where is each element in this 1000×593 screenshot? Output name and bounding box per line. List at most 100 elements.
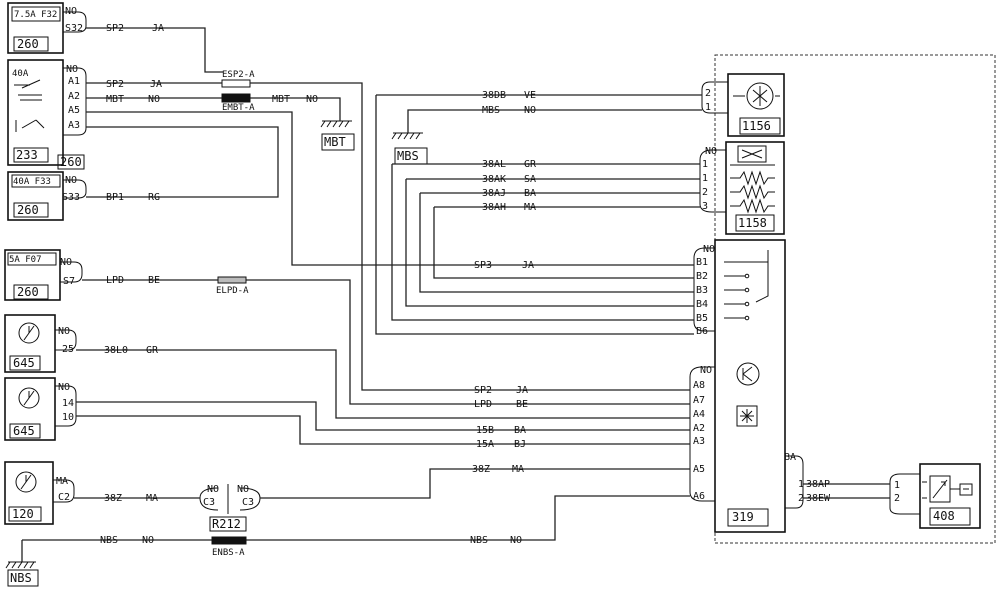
pin-label: A5 bbox=[68, 105, 80, 116]
wire-label: 38DB bbox=[482, 90, 506, 101]
component-id-label: 319 bbox=[732, 510, 754, 524]
wire-label: VE bbox=[524, 90, 536, 101]
component-id-label: 408 bbox=[933, 509, 955, 523]
connector-r212: NO NO C3 C3 R212 bbox=[199, 484, 261, 532]
wire-label: NO bbox=[306, 94, 318, 105]
pin-label: 1 bbox=[894, 480, 900, 491]
fuse-rating-label: 5A F07 bbox=[9, 255, 42, 265]
wire-label: 15B bbox=[476, 425, 494, 436]
pin-label: NO bbox=[700, 365, 712, 376]
wire-label: BE bbox=[148, 275, 160, 286]
pin-label: BA bbox=[784, 452, 796, 463]
switch-contacts bbox=[724, 261, 745, 319]
splice-label: ENBS-A bbox=[212, 548, 245, 558]
pin-label: NO bbox=[58, 326, 70, 337]
pin-label: NO bbox=[58, 382, 70, 393]
relay-coil-icon bbox=[14, 79, 42, 101]
pin-label: A2 bbox=[693, 423, 705, 434]
pin-label: C3 bbox=[242, 497, 254, 508]
component-ref-label: 260 bbox=[60, 155, 82, 169]
component-1158-resistor-block: 1158 NO 1 1 2 3 bbox=[699, 141, 785, 235]
pin-label: A6 bbox=[693, 491, 705, 502]
wire-label: MA bbox=[524, 202, 536, 213]
wire-label: 38AK bbox=[482, 174, 506, 185]
wire-label: 15A bbox=[476, 439, 494, 450]
pin-label: 2 bbox=[705, 88, 711, 99]
component-id-label: 1156 bbox=[742, 119, 771, 133]
pin-label: B6 bbox=[696, 326, 708, 337]
pin-label: MA bbox=[56, 476, 68, 487]
pin-label: NO bbox=[705, 146, 717, 157]
transistor-icon bbox=[742, 366, 753, 382]
pin-label: NO bbox=[237, 484, 249, 495]
gauge-icon bbox=[20, 474, 32, 490]
wire-label: BP1 bbox=[106, 192, 124, 203]
rotary-switch-icon bbox=[745, 250, 769, 303]
splice-label: ELPD-A bbox=[216, 286, 249, 296]
wire-label: GR bbox=[524, 159, 537, 170]
pin-label: S32 bbox=[65, 23, 83, 34]
wire-label: BA bbox=[514, 425, 526, 436]
wire-label: 38AL bbox=[482, 159, 506, 170]
wire-label: 38L0 bbox=[104, 345, 128, 356]
pin-label: A3 bbox=[693, 436, 705, 447]
pin-label: B5 bbox=[696, 313, 708, 324]
relay-switch-icon bbox=[15, 119, 45, 132]
wire-label: JA bbox=[150, 79, 162, 90]
splice-label: EMBT-A bbox=[222, 103, 255, 113]
splice-enbs bbox=[211, 536, 247, 545]
wire-label: 38Z bbox=[104, 493, 122, 504]
component-id-label: 233 bbox=[16, 148, 38, 162]
pin-label: NO bbox=[207, 484, 219, 495]
component-1156-fan: 1156 2 1 bbox=[701, 73, 785, 137]
wire-label: JA bbox=[522, 260, 534, 271]
wire-label: NBS bbox=[100, 535, 118, 546]
component-id-label: 260 bbox=[17, 37, 39, 51]
wire-label: SA bbox=[524, 174, 536, 185]
pin-label: B4 bbox=[696, 299, 708, 310]
component-408: 408 1 2 bbox=[889, 463, 981, 529]
wire-label: GR bbox=[146, 345, 159, 356]
wire-label: LPD bbox=[474, 399, 492, 410]
snowflake-icon bbox=[740, 409, 754, 423]
ground-label: MBT bbox=[324, 135, 346, 149]
pin-label: 3 bbox=[702, 201, 708, 212]
wire-label: JA bbox=[516, 385, 528, 396]
splice-label: ESP2-A bbox=[222, 70, 255, 80]
component-120: 120 MA C2 bbox=[4, 461, 75, 525]
pin-label: A4 bbox=[693, 409, 705, 420]
wire-label: SP2 bbox=[106, 23, 124, 34]
pin-label: A8 bbox=[693, 380, 705, 391]
wire-label: 38AJ bbox=[482, 188, 506, 199]
component-id-label: 120 bbox=[12, 507, 34, 521]
component-645-a: 645 NO 25 bbox=[4, 314, 77, 373]
wire-label: JA bbox=[152, 23, 164, 34]
pin-label: C3 bbox=[203, 497, 215, 508]
component-id-label: 645 bbox=[13, 356, 35, 370]
component-id-label: 260 bbox=[17, 203, 39, 217]
wire-label: 38EW bbox=[806, 493, 831, 504]
fuse-rating-label: 40A F33 bbox=[13, 177, 51, 187]
wire-label: BJ bbox=[514, 439, 526, 450]
wire-label: NO bbox=[148, 94, 160, 105]
actuator-icon bbox=[932, 479, 948, 499]
splice-embt bbox=[221, 93, 251, 103]
component-id-label: 260 bbox=[17, 285, 39, 299]
pin-label: 10 bbox=[62, 412, 74, 423]
resistor-icon bbox=[730, 164, 775, 214]
pin-label: NO bbox=[65, 6, 77, 17]
wire-label: NO bbox=[510, 535, 522, 546]
wire-label: MA bbox=[146, 493, 158, 504]
fuse-rating-label: 7.5A F32 bbox=[14, 10, 57, 20]
wire-label: 38Z bbox=[472, 464, 490, 475]
wire-label: 38AP bbox=[806, 479, 830, 490]
wire-label: BA bbox=[524, 188, 536, 199]
wire-label: NO bbox=[524, 105, 536, 116]
ground-mbs: MBS bbox=[391, 132, 428, 165]
pin-label: B1 bbox=[696, 257, 708, 268]
ground-label: NBS bbox=[10, 571, 32, 585]
fan-icon bbox=[752, 86, 768, 106]
splice-esp2 bbox=[221, 79, 251, 88]
pin-label: 14 bbox=[62, 398, 74, 409]
